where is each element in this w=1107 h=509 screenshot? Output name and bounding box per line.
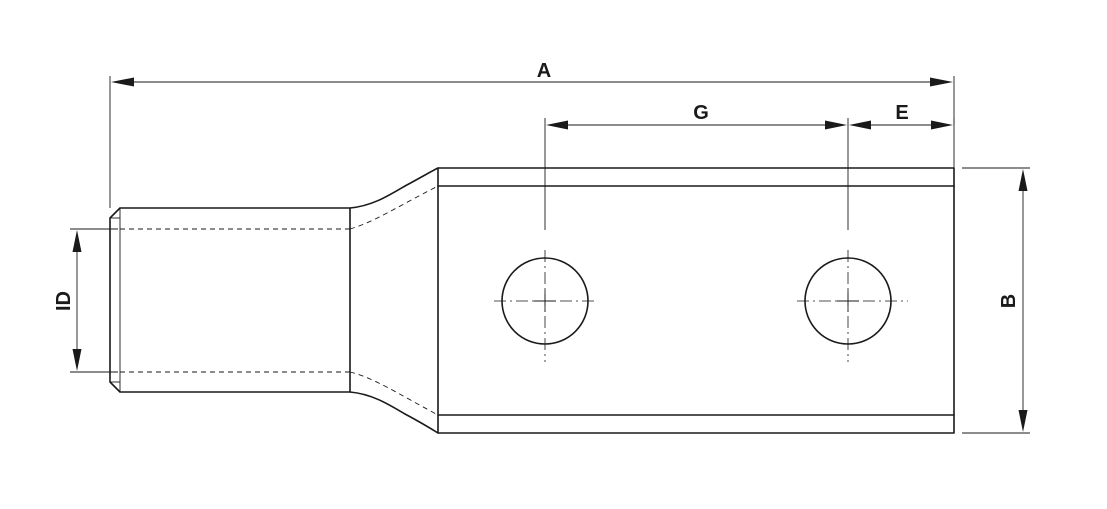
transition xyxy=(349,167,439,434)
bolt-hole-left xyxy=(494,250,596,362)
label-g: G xyxy=(693,102,709,124)
dimension-e: E xyxy=(849,102,955,130)
label-b: B xyxy=(998,294,1020,308)
barrel xyxy=(109,207,351,393)
label-a: A xyxy=(537,60,551,82)
dimension-b: B xyxy=(962,167,1030,434)
dimension-id: ID xyxy=(53,228,118,373)
label-e: E xyxy=(895,102,908,124)
palm xyxy=(437,167,955,434)
bolt-hole-right xyxy=(797,250,908,362)
dimension-g: G xyxy=(544,102,849,230)
dimension-a: A xyxy=(109,60,955,208)
label-id: ID xyxy=(53,291,75,311)
